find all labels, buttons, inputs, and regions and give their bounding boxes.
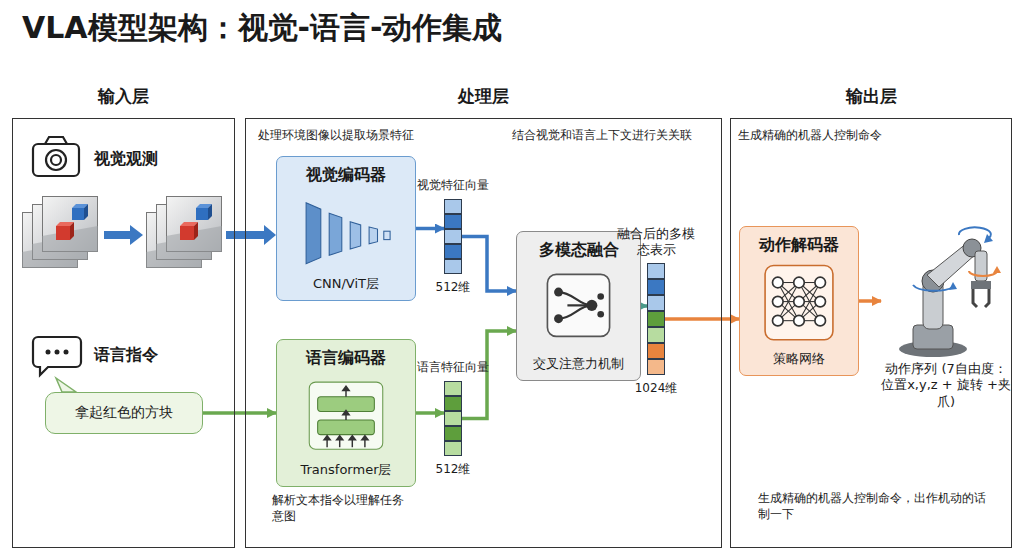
- node-subtitle: CNN/ViT层: [313, 276, 379, 292]
- vector-cell: [648, 264, 665, 279]
- encoder-icon: [283, 186, 409, 276]
- image-frames: [22, 197, 222, 269]
- node-title: 语言编码器: [306, 348, 386, 369]
- node-title: 拿起红色的方块: [75, 404, 173, 422]
- module-icon: [283, 186, 409, 276]
- flow-connector: [859, 299, 881, 303]
- vector-cell: [445, 230, 462, 244]
- vector-cells: [647, 263, 665, 375]
- vector-cell: [648, 344, 665, 359]
- transformer-icon: [283, 369, 409, 462]
- policy-net-icon: [746, 256, 852, 351]
- feature-vector: 视觉特征向量512维: [444, 199, 462, 274]
- layer-heading: 输入层: [13, 85, 234, 108]
- page-title: VLA模型架构：视觉-语言-动作集成: [22, 8, 502, 49]
- layer-panel: 拿起红色的方块输入层: [12, 118, 235, 548]
- vector-cell: [648, 360, 665, 375]
- module-box: 多模态融合交叉注意力机制: [516, 231, 641, 381]
- note-text: 生成精确的机器人控制命令: [738, 127, 998, 143]
- vector-cell: [445, 215, 462, 229]
- module-box: 语言编码器 Transformer层: [276, 339, 416, 487]
- flow-connector: [462, 331, 516, 419]
- vector-cell: [445, 382, 462, 396]
- vector-cell: [648, 312, 665, 327]
- vector-cell: [648, 328, 665, 343]
- node-title: 动作解码器: [759, 235, 839, 256]
- module-box: 动作解码器策略网络: [739, 226, 859, 376]
- note-text: 解析文本指令以理解任务意图: [272, 492, 412, 524]
- layer-heading: 处理层: [246, 85, 721, 108]
- node-subtitle: 策略网络: [773, 351, 825, 367]
- vector-cell: [445, 427, 462, 441]
- input-label: 视觉观测: [94, 148, 158, 170]
- feature-vector: 语言特征向量512维: [444, 381, 462, 456]
- flow-connector: [203, 411, 276, 415]
- attention-icon: [523, 261, 634, 356]
- flow-connector: [665, 317, 739, 321]
- node-subtitle: 512维: [436, 461, 471, 478]
- node-title: 语言特征向量: [417, 359, 489, 376]
- speech-icon: [33, 337, 81, 375]
- bubble-tail: [56, 378, 76, 392]
- node-subtitle: 512维: [436, 279, 471, 296]
- node-title: 融合后的多模态表示: [614, 226, 698, 259]
- camera-icon: [33, 137, 79, 176]
- vector-cell: [648, 296, 665, 311]
- vector-cells: [444, 199, 462, 274]
- flow-connector: [641, 304, 647, 308]
- vector-cell: [445, 397, 462, 411]
- module-box: 视觉编码器 CNN/ViT层: [276, 156, 416, 301]
- node-title: 动作序列 (7自由度：位置x,y,z + 旋转 +夹爪): [881, 361, 1011, 410]
- node-subtitle: Transformer层: [300, 462, 391, 478]
- flow-arrow: [104, 225, 276, 245]
- note-text: 生成精确的机器人控制命令，出作机动的话制一下: [758, 490, 988, 522]
- vector-cell: [445, 245, 462, 259]
- vector-cell: [445, 200, 462, 214]
- instruction-bubble: 拿起红色的方块: [45, 392, 203, 434]
- vector-cell: [445, 412, 462, 426]
- input-label: 语言指令: [94, 344, 158, 366]
- flow-connector: [416, 227, 444, 231]
- layer-heading: 输出层: [731, 85, 1011, 108]
- module-icon: [523, 261, 634, 356]
- node-subtitle: 1024维: [635, 380, 678, 397]
- node-title: 视觉特征向量: [417, 177, 489, 194]
- module-icon: [283, 369, 409, 462]
- layer-panel: 动作解码器策略网络动作序列 (7自由度：位置x,y,z + 旋转 +夹爪)输出层: [730, 118, 1012, 548]
- vector-cell: [445, 260, 462, 274]
- flow-connector: [416, 411, 444, 415]
- vector-cell: [445, 442, 462, 456]
- robot-arm: 动作序列 (7自由度：位置x,y,z + 旋转 +夹爪): [881, 221, 1011, 426]
- module-icon: [746, 256, 852, 351]
- layer-panel: 视觉编码器CNN/ViT层视觉特征向量512维语言编码器Transformer层…: [245, 118, 722, 548]
- note-text: 结合视觉和语言上下文进行关关联: [512, 127, 717, 143]
- robot-arm-drawing: [883, 221, 1009, 361]
- vector-cells: [444, 381, 462, 456]
- feature-vector: 融合后的多模态表示1024维: [647, 263, 665, 375]
- node-title: 视觉编码器: [306, 165, 386, 186]
- node-title: 多模态融合: [539, 240, 619, 261]
- note-text: 处理环境图像以提取场景特征: [258, 127, 508, 143]
- vector-cell: [648, 280, 665, 295]
- node-subtitle: 交叉注意力机制: [533, 356, 624, 372]
